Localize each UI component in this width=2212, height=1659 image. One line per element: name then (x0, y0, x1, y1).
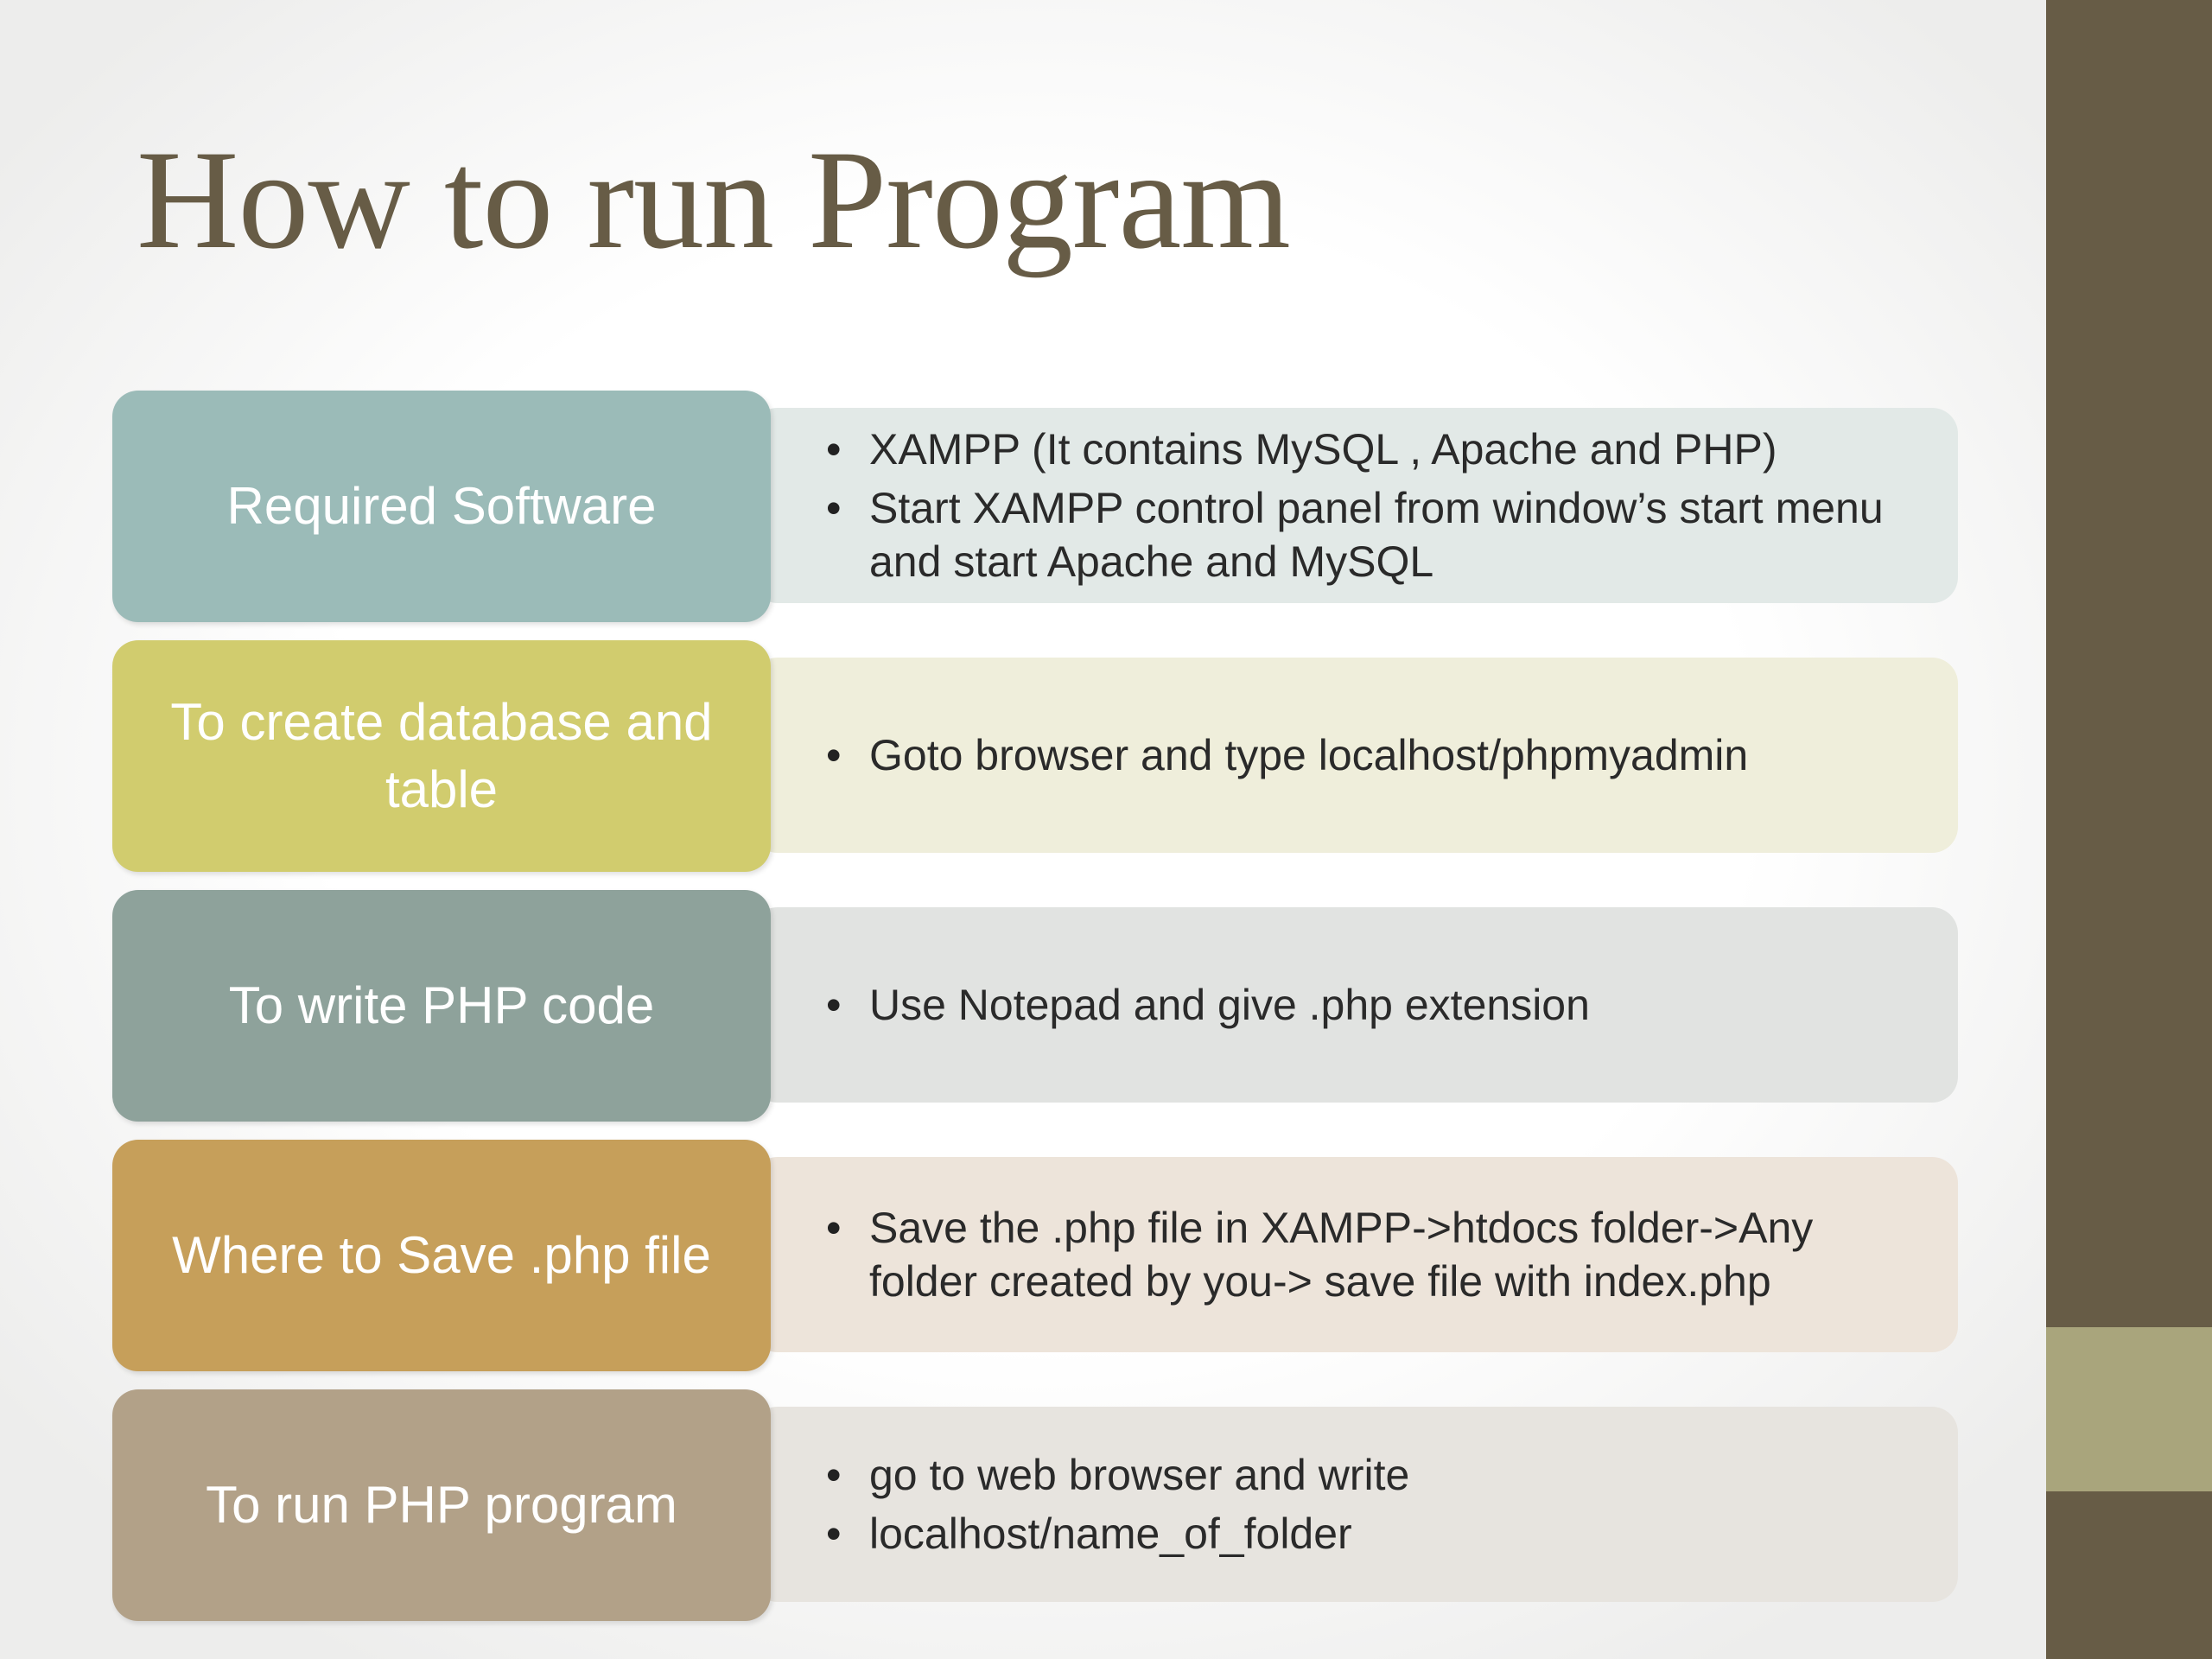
process-row-write-php: Use Notepad and give .php extension To w… (112, 890, 1958, 1122)
bullet-item: Use Notepad and give .php extension (826, 978, 1906, 1032)
row-panel: XAMPP (It contains MySQL , Apache and PH… (752, 408, 1958, 603)
row-panel: Goto browser and type localhost/phpmyadm… (752, 658, 1958, 853)
bullet-item: Goto browser and type localhost/phpmyadm… (826, 728, 1906, 782)
row-panel: go to web browser and write localhost/na… (752, 1407, 1958, 1602)
row-label: Where to Save .php file (112, 1140, 771, 1371)
process-row-save-file: Save the .php file in XAMPP->htdocs fold… (112, 1140, 1958, 1371)
bullet-item: go to web browser and write (826, 1448, 1906, 1502)
row-label: Required Software (112, 391, 771, 622)
bullet-item: XAMPP (It contains MySQL , Apache and PH… (826, 423, 1906, 476)
bullet-list: XAMPP (It contains MySQL , Apache and PH… (826, 417, 1906, 594)
process-row-create-database: Goto browser and type localhost/phpmyadm… (112, 640, 1958, 872)
bullet-list: Save the .php file in XAMPP->htdocs fold… (826, 1196, 1906, 1313)
theme-side-accent (2046, 1327, 2212, 1491)
row-label: To create database and table (112, 640, 771, 872)
process-row-run-php: go to web browser and write localhost/na… (112, 1389, 1958, 1621)
bullet-list: go to web browser and write localhost/na… (826, 1443, 1906, 1566)
bullet-list: Use Notepad and give .php extension (826, 973, 1906, 1037)
row-label: To run PHP program (112, 1389, 771, 1621)
bullet-item: Start XAMPP control panel from window’s … (826, 481, 1906, 588)
bullet-list: Goto browser and type localhost/phpmyadm… (826, 723, 1906, 787)
bullet-item: Save the .php file in XAMPP->htdocs fold… (826, 1201, 1906, 1308)
process-list: XAMPP (It contains MySQL , Apache and PH… (112, 391, 1958, 1621)
slide: How to run Program XAMPP (It contains My… (0, 0, 2046, 1659)
row-panel: Save the .php file in XAMPP->htdocs fold… (752, 1157, 1958, 1352)
slide-title: How to run Program (137, 122, 1291, 278)
process-row-required-software: XAMPP (It contains MySQL , Apache and PH… (112, 391, 1958, 622)
row-panel: Use Notepad and give .php extension (752, 907, 1958, 1103)
bullet-item: localhost/name_of_folder (826, 1507, 1906, 1560)
row-label: To write PHP code (112, 890, 771, 1122)
